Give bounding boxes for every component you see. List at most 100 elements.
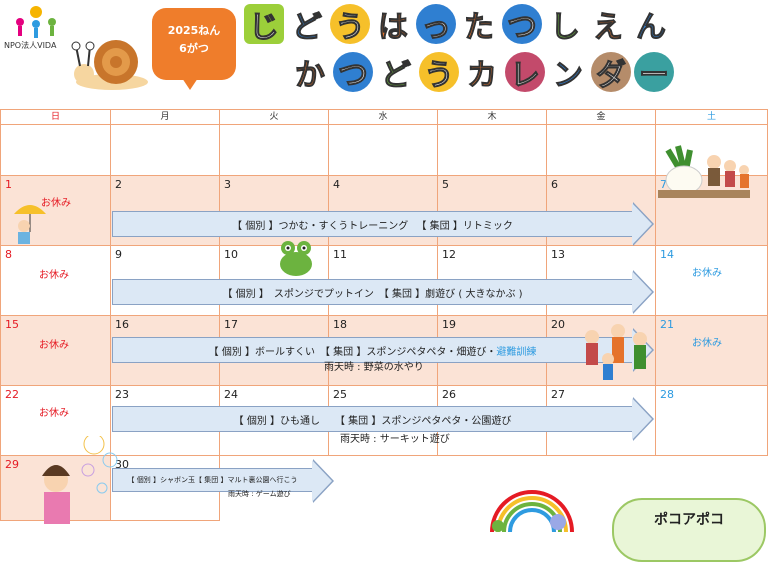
day-number: 9 <box>115 248 122 261</box>
day-number: 26 <box>442 388 456 401</box>
day-number: 21 <box>660 318 674 331</box>
week3-activity: 【 個別 】ボールすくい 【 集団 】スポンジペタペタ・畑遊び・ <box>208 346 497 358</box>
week5-activity: 【 個別 】シャボン玉【 集団 】マルト裏公園へ行こう <box>127 476 298 484</box>
day-number: 6 <box>551 178 558 191</box>
title-char: っ <box>416 4 456 46</box>
title-char: つ <box>502 4 542 46</box>
week3-rain-plan: 雨天時 : 野菜の水やり <box>324 362 424 373</box>
day-number: 28 <box>660 388 674 401</box>
day-number: 3 <box>224 178 231 191</box>
snail-icon <box>71 40 148 90</box>
day-number: 7 <box>660 178 667 191</box>
week5-rain-plan: 雨天時 : ゲーム遊び <box>228 490 291 498</box>
day-number: 11 <box>333 248 347 261</box>
holiday-label: お休み <box>39 408 69 419</box>
day-number: 18 <box>333 318 347 331</box>
weekday-sun: 日 <box>0 109 111 125</box>
week3-activity-arrow: 【 個別 】ボールすくい 【 集団 】スポンジペタペタ・畑遊び・避難訓練 <box>112 328 654 372</box>
holiday-label: お休み <box>39 270 69 281</box>
title-char: ど <box>376 52 416 94</box>
girl-umbrella-icon <box>14 205 46 244</box>
day-number: 22 <box>5 388 19 401</box>
logo <box>6 4 66 50</box>
day-number: 16 <box>115 318 129 331</box>
weekday-wed: 水 <box>328 109 438 125</box>
title-char: ー <box>634 52 674 94</box>
day-number: 2 <box>115 178 122 191</box>
day-cell[interactable]: 8 お休み <box>0 245 111 316</box>
weekday-tue: 火 <box>219 109 329 125</box>
day-number: 5 <box>442 178 449 191</box>
day-number: 19 <box>442 318 456 331</box>
day-cell[interactable]: 15 お休み <box>0 315 111 386</box>
day-number: 15 <box>5 318 19 331</box>
poco-a-poco-badge: ポコアポコ <box>612 498 766 562</box>
holiday-label: お休み <box>41 198 71 209</box>
holiday-label: お休み <box>692 338 722 349</box>
day-cell[interactable]: 28 <box>655 385 768 456</box>
title-char: え <box>588 4 628 46</box>
bubbles-girl-icon <box>42 436 118 524</box>
day-number: 27 <box>551 388 565 401</box>
title-char: う <box>330 4 370 46</box>
weekday-thu: 木 <box>437 109 547 125</box>
holiday-label: お休み <box>692 268 722 279</box>
week5-activity-arrow: 【 個別 】シャボン玉【 集団 】マルト裏公園へ行こう <box>112 459 334 503</box>
day-number: 10 <box>224 248 238 261</box>
org-name: NPO法人VIDA <box>4 41 57 50</box>
title-char: か <box>290 52 330 94</box>
title-char: し <box>545 4 585 46</box>
day-number: 25 <box>333 388 347 401</box>
day-cell-empty <box>546 124 656 176</box>
title-char: レ <box>505 52 545 94</box>
weekday-fri: 金 <box>546 109 656 125</box>
title-char: ダ <box>591 52 631 94</box>
title-char: じ <box>244 4 284 46</box>
day-cell-empty <box>0 124 111 176</box>
day-number: 17 <box>224 318 238 331</box>
week1-activity-arrow: 【 個別 】つかむ・すくうトレーニング 【 集団 】リトミック <box>112 202 654 246</box>
hikers-icon <box>585 324 647 380</box>
day-number: 24 <box>224 388 238 401</box>
day-number: 23 <box>115 388 129 401</box>
day-number: 1 <box>5 178 12 191</box>
week4-activity: 【 個別 】ひも通し 【 集団 】スポンジペタペタ・公園遊び <box>233 415 512 427</box>
day-cell[interactable]: 14 お休み <box>655 245 768 316</box>
title-char: う <box>419 52 459 94</box>
day-number: 20 <box>551 318 565 331</box>
holiday-label: お休み <box>39 340 69 351</box>
title-char: カ <box>462 52 502 94</box>
week4-activity-arrow: 【 個別 】ひも通し 【 集団 】スポンジペタペタ・公園遊び <box>112 397 654 441</box>
title-char: は <box>373 4 413 46</box>
day-number: 8 <box>5 248 12 261</box>
day-number: 14 <box>660 248 674 261</box>
title-char: ン <box>548 52 588 94</box>
week2-activity-arrow: 【 個別 】 スポンジでプットイン 【 集団 】劇遊び ( 大きなかぶ ) <box>112 270 654 314</box>
title-char: ん <box>631 4 671 46</box>
date-bubble: 2025ねん 6がつ <box>152 8 236 90</box>
day-cell-empty <box>110 124 220 176</box>
day-cell-empty <box>328 124 438 176</box>
month-label: 6がつ <box>179 42 209 55</box>
day-number: 30 <box>115 458 129 471</box>
day-number: 4 <box>333 178 340 191</box>
title-line-1: じ ど う は っ た つ し え ん <box>244 4 671 46</box>
title-line-2: か つ ど う カ レ ン ダ ー <box>290 52 674 94</box>
title-char: つ <box>333 52 373 94</box>
day-number: 13 <box>551 248 565 261</box>
year-label: 2025ねん <box>167 24 221 37</box>
week4-rain-plan: 雨天時 : サーキット遊び <box>340 434 450 445</box>
week1-activity: 【 個別 】つかむ・すくうトレーニング 【 集団 】リトミック <box>232 220 513 232</box>
weekday-mon: 月 <box>110 109 220 125</box>
title-char: ど <box>287 4 327 46</box>
week2-activity: 【 個別 】 スポンジでプットイン 【 集団 】劇遊び ( 大きなかぶ ) <box>222 288 523 300</box>
evacuation-drill-label: 避難訓練 <box>496 346 537 358</box>
day-cell-empty <box>437 124 547 176</box>
logo-figures-icon <box>16 6 56 38</box>
weekday-sat: 土 <box>655 109 768 125</box>
day-number: 29 <box>5 458 19 471</box>
frog-icon <box>280 241 312 276</box>
day-cell[interactable]: 21 お休み <box>655 315 768 386</box>
title-char: た <box>459 4 499 46</box>
day-cell-empty <box>219 124 329 176</box>
